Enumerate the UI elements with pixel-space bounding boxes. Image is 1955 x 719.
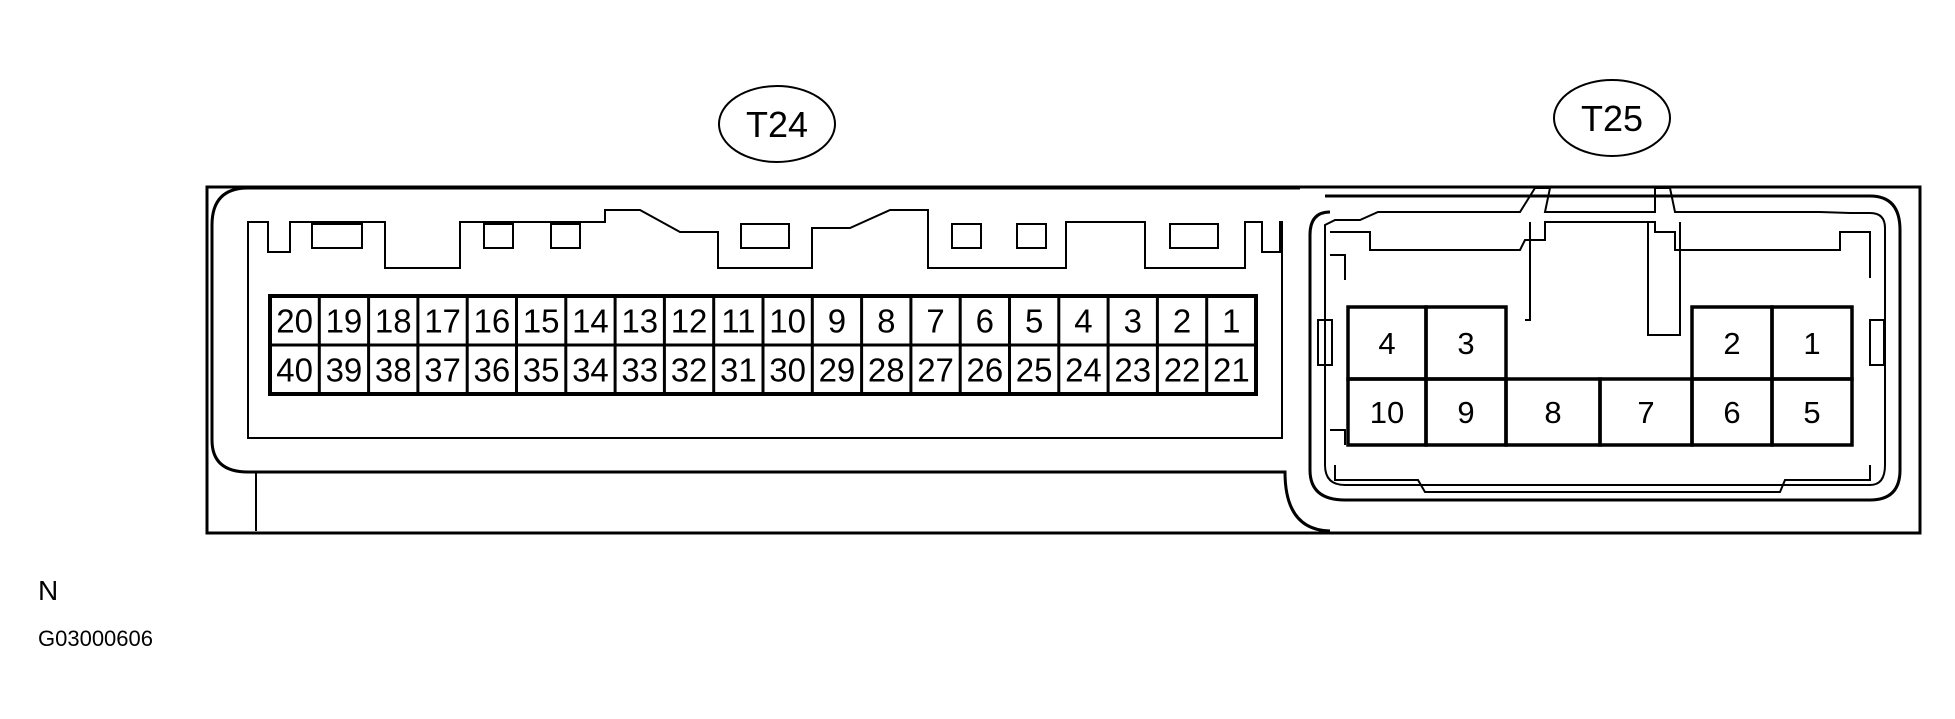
t24-pin-22: 22 [1164, 352, 1201, 389]
t25-pin-9: 9 [1457, 395, 1474, 430]
t25-pin-3: 3 [1457, 326, 1474, 361]
t25-pin-4: 4 [1378, 326, 1395, 361]
t24-pin-40: 40 [276, 352, 313, 389]
t24-pin-21: 21 [1213, 352, 1250, 389]
t25-inner-frame [1330, 221, 1871, 278]
t24-pin-20: 20 [276, 303, 313, 340]
housing-outline [205, 185, 1922, 535]
t24-pin-39: 39 [326, 352, 363, 389]
t25-bottom-rail [1334, 465, 1871, 493]
t25-pin-2: 2 [1723, 326, 1740, 361]
t24-pin-38: 38 [375, 352, 412, 389]
t25-key-left [1525, 222, 1531, 321]
t24-pin-36: 36 [473, 352, 510, 389]
t25-side-latch-left [1330, 254, 1346, 280]
t24-pin-31: 31 [720, 352, 757, 389]
t24-pin-2: 2 [1173, 303, 1191, 340]
t25-side-latch-bottom [1330, 429, 1346, 445]
t24-pin-3: 3 [1124, 303, 1142, 340]
t24-latch-profile [247, 209, 1283, 439]
t24-window [740, 223, 790, 249]
t24-pin-30: 30 [769, 352, 806, 389]
t24-window [1016, 223, 1047, 249]
t24-pin-17: 17 [424, 303, 461, 340]
t24-pin-37: 37 [424, 352, 461, 389]
t25-pin-7: 7 [1637, 395, 1654, 430]
t24-pin-19: 19 [326, 303, 363, 340]
t24-window [311, 223, 363, 249]
t24-pin-29: 29 [819, 352, 856, 389]
t25-body-outline [1308, 194, 1902, 502]
t25-pin-grid: 4 3 2 1 10 9 8 7 6 5 [1346, 305, 1854, 447]
t25-pin-cell [1770, 377, 1854, 447]
t24-pin-18: 18 [375, 303, 412, 340]
t24-pin-32: 32 [671, 352, 708, 389]
t25-label: T25 [1581, 98, 1643, 139]
view-label: N [38, 575, 58, 606]
t25-pin-8: 8 [1544, 395, 1561, 430]
t24-pin-34: 34 [572, 352, 609, 389]
t24-pin-23: 23 [1114, 352, 1151, 389]
t24-body-outline [210, 186, 1331, 533]
t25-inner-outline [1324, 187, 1886, 486]
t24-pin-11: 11 [721, 303, 755, 340]
t24-label-ellipse [718, 85, 836, 163]
t24-pin-13: 13 [621, 303, 658, 340]
t24-pin-26: 26 [966, 352, 1003, 389]
t24-pin-27: 27 [917, 352, 954, 389]
figure-code: G03000606 [38, 626, 153, 651]
t25-side-tab-left [1317, 319, 1333, 366]
t24-pin-33: 33 [621, 352, 658, 389]
t25-pin-5: 5 [1803, 395, 1820, 430]
t24-pin-16: 16 [473, 303, 510, 340]
t24-pin-1: 1 [1222, 303, 1240, 340]
t24-pin-25: 25 [1016, 352, 1053, 389]
t24-pin-9: 9 [828, 303, 846, 340]
t24-pin-4: 4 [1074, 303, 1092, 340]
t24-pin-8: 8 [877, 303, 895, 340]
t24-window [951, 223, 982, 249]
t25-label-ellipse [1553, 79, 1671, 157]
t24-window [483, 223, 514, 249]
t25-pin-10: 10 [1370, 395, 1404, 430]
t24-pin-7: 7 [926, 303, 944, 340]
t25-pin-6: 6 [1723, 395, 1740, 430]
t24-window [550, 223, 581, 249]
t25-pin-1: 1 [1803, 326, 1820, 361]
t25-side-tab-right [1869, 319, 1885, 366]
t24-pin-28: 28 [868, 352, 905, 389]
t24-pin-10: 10 [769, 303, 806, 340]
t24-pin-15: 15 [523, 303, 560, 340]
t24-pin-35: 35 [523, 352, 560, 389]
t24-pin-14: 14 [572, 303, 609, 340]
t24-pin-12: 12 [671, 303, 708, 340]
t24-pin-24: 24 [1065, 352, 1102, 389]
t24-window [1169, 223, 1219, 249]
t24-label: T24 [746, 104, 808, 145]
t24-pin-6: 6 [976, 303, 994, 340]
t25-key-right [1647, 222, 1681, 336]
t24-pin-5: 5 [1025, 303, 1043, 340]
